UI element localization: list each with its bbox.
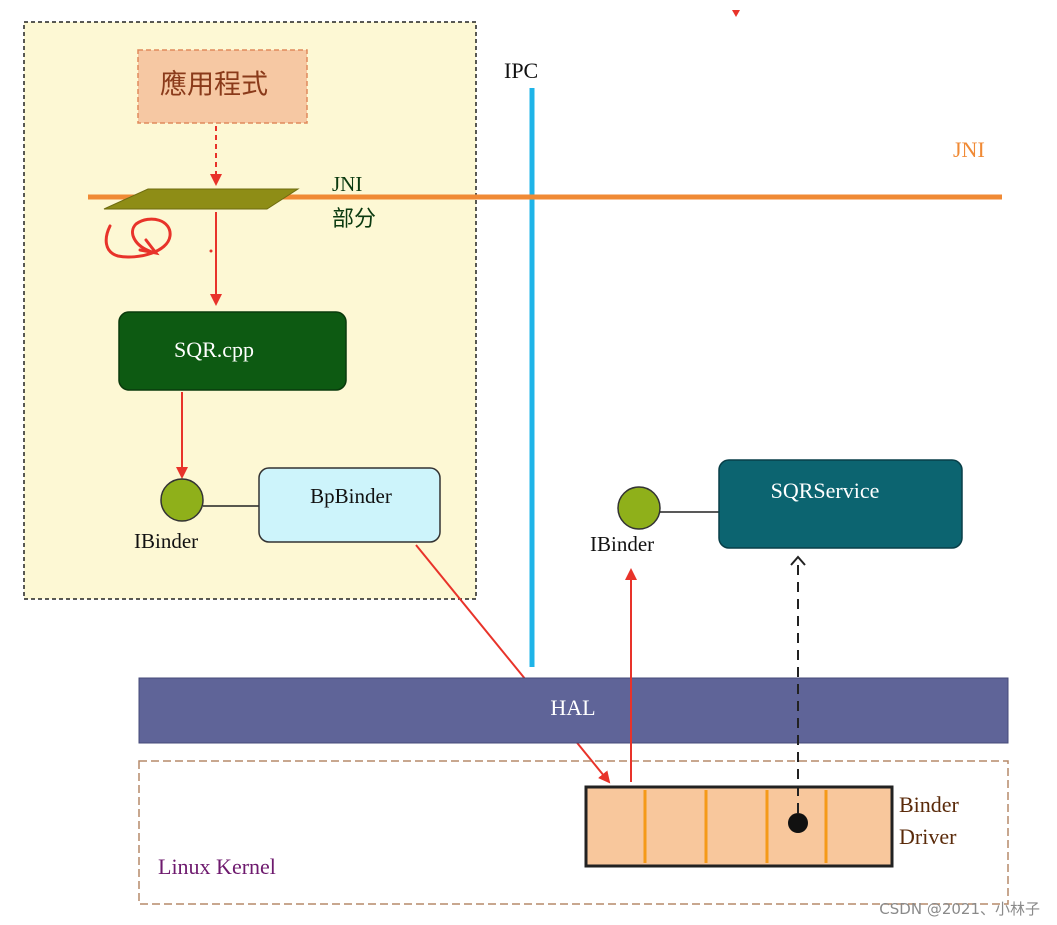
ibinder-right-label: IBinder bbox=[590, 532, 654, 556]
hand-drawn-annotation bbox=[104, 217, 172, 259]
annotation-dot bbox=[209, 249, 213, 253]
hand-drawn-annotation-tail bbox=[138, 238, 160, 256]
linux-kernel-region bbox=[138, 760, 1009, 905]
binder-driver-box bbox=[584, 785, 894, 868]
jni-right-label: JNI bbox=[953, 137, 985, 162]
hal-label: HAL bbox=[550, 695, 595, 720]
sqrservice-box bbox=[718, 459, 963, 549]
app-label: 應用程式 bbox=[160, 70, 268, 101]
sqr-cpp-box bbox=[118, 311, 347, 391]
linux-kernel-label: Linux Kernel bbox=[158, 854, 276, 879]
jni-part-label-2: 部分 bbox=[332, 207, 376, 232]
driver-black-dot bbox=[788, 813, 808, 833]
ibinder-right-dot bbox=[617, 486, 661, 530]
binder-driver-label-2: Driver bbox=[899, 824, 957, 849]
sqrservice-label: SQRService bbox=[771, 478, 880, 503]
ibinder-left-dot bbox=[160, 478, 204, 522]
jni-plate bbox=[103, 188, 300, 210]
bpbinder-box bbox=[258, 467, 441, 543]
sqr-cpp-label: SQR.cpp bbox=[174, 337, 254, 362]
bpbinder-label: BpBinder bbox=[310, 484, 392, 508]
watermark: CSDN @2021、小林子 bbox=[879, 900, 1040, 918]
ibinder-left-label: IBinder bbox=[134, 529, 198, 553]
ipc-label: IPC bbox=[504, 58, 538, 83]
binder-driver-label-1: Binder bbox=[899, 792, 960, 817]
bpbinder-to-driver-arrow bbox=[415, 544, 611, 784]
app-box bbox=[137, 49, 308, 124]
top-marker bbox=[732, 10, 740, 17]
hal-bar bbox=[138, 677, 1009, 744]
jni-part-label-1: JNI bbox=[332, 172, 362, 196]
